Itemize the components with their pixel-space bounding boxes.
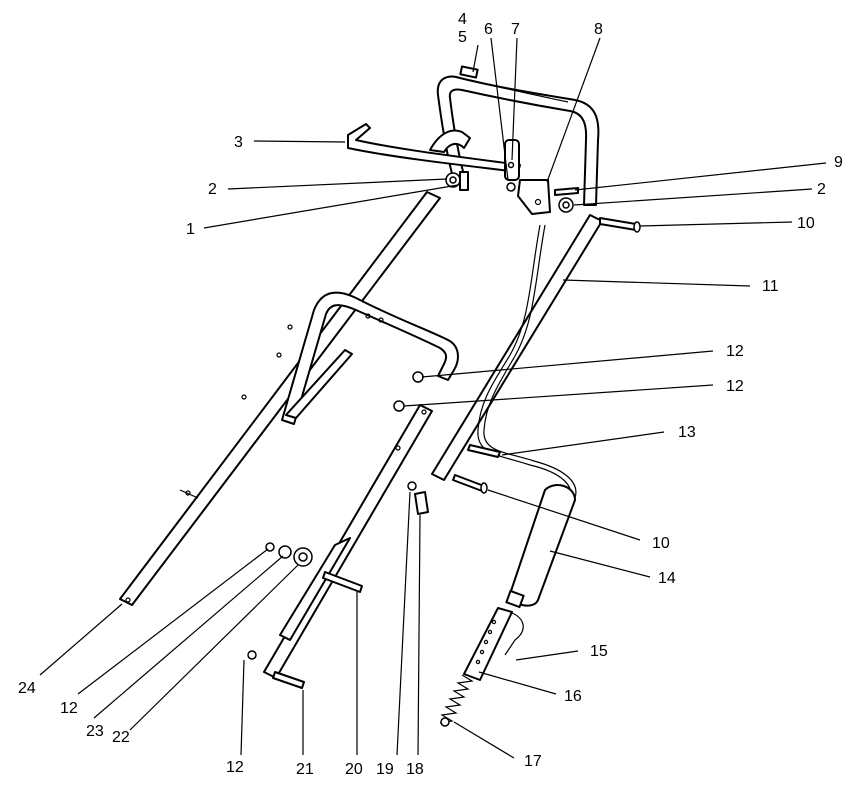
callout-10-top: 10 (797, 215, 815, 232)
hardware-mid (393, 371, 501, 515)
callout-9: 9 (834, 154, 843, 171)
callout-5: 5 (458, 29, 467, 46)
callout-1: 1 (186, 221, 195, 238)
callout-19: 19 (376, 761, 394, 778)
callout-7: 7 (511, 21, 520, 38)
callout-22: 22 (112, 729, 130, 746)
control-cable (477, 224, 577, 501)
callout-24: 24 (18, 680, 36, 697)
callout-12-bottom-a: 12 (60, 700, 78, 717)
callout-2-right: 2 (817, 181, 826, 198)
hardware-top (445, 139, 641, 233)
callout-15: 15 (590, 643, 608, 660)
spring (439, 674, 474, 727)
callout-4: 4 (458, 11, 467, 28)
callout-6: 6 (484, 21, 493, 38)
cable-sleeve (505, 484, 576, 609)
callout-11: 11 (762, 278, 779, 295)
leader-lines (39, 37, 827, 759)
callout-16: 16 (564, 688, 582, 705)
callout-23: 23 (86, 723, 104, 740)
callout-12-mid: 12 (726, 378, 744, 395)
lower-right-tube (431, 214, 603, 481)
callout-13: 13 (678, 424, 696, 441)
lower-left-tube (119, 191, 441, 606)
callout-14: 14 (658, 570, 676, 587)
callout-21: 21 (296, 761, 314, 778)
callout-2-left: 2 (208, 181, 217, 198)
callout-18: 18 (406, 761, 424, 778)
control-bail (347, 123, 521, 173)
callout-12-upper: 12 (726, 343, 744, 360)
callout-labels: 4 5 6 7 8 3 9 2 2 1 10 11 12 12 13 10 14… (18, 11, 843, 778)
cable-bracket (517, 179, 551, 215)
callout-12-bottom-b: 12 (226, 759, 244, 776)
callout-10-lower: 10 (652, 535, 670, 552)
callout-8: 8 (594, 21, 603, 38)
spring-bracket (463, 607, 524, 681)
callout-3: 3 (234, 134, 243, 151)
callout-20: 20 (345, 761, 363, 778)
callout-17: 17 (524, 753, 542, 770)
hardware-bottom (247, 542, 363, 689)
lower-center-tube (263, 404, 433, 679)
